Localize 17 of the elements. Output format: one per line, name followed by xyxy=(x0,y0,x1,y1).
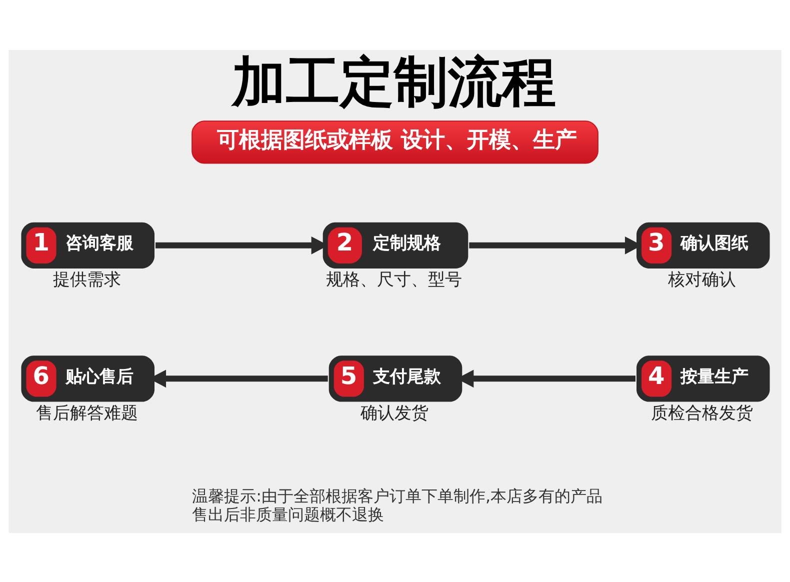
node-box: 6 贴心售后 xyxy=(21,355,154,402)
node-label: 规格、尺寸、型号 xyxy=(326,270,462,290)
label: 温馨提示:由于全部根据客户订单下单制作,本店多有的产品售出后非质量问题概不退换 xyxy=(192,486,603,524)
node-label: 质检合格发货 xyxy=(651,402,754,423)
node-box: 3 确认图纸 xyxy=(636,222,770,268)
node-box: 4 按量生产 xyxy=(636,355,770,402)
arrow xyxy=(156,236,328,254)
node-label: 售后解答难题 xyxy=(36,402,138,423)
node-label: 核对确认 xyxy=(668,270,736,290)
arrow xyxy=(469,236,642,254)
node-label: 提供需求 xyxy=(52,270,121,290)
node-box: 可根据图纸或样板 设计、开模、生产 xyxy=(192,120,598,164)
node-box: 1 咨询客服 xyxy=(21,222,154,268)
node-label: 确认发货 xyxy=(360,402,428,423)
node-box: 2 定制规格 xyxy=(322,222,468,268)
node-box: 5 支付尾款 xyxy=(328,355,462,402)
diagram-title: 加工定制流程 xyxy=(232,50,556,113)
